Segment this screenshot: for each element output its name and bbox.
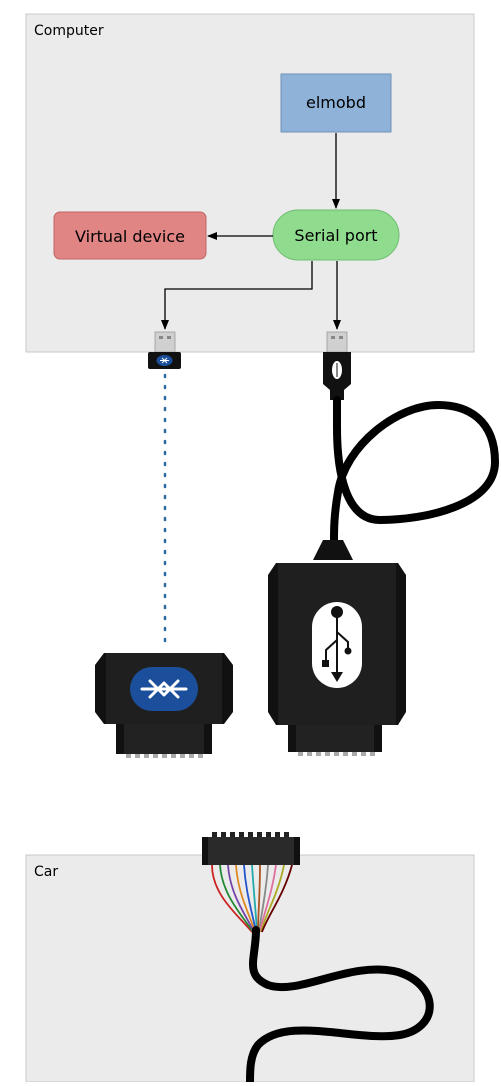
elmobd-label: elmobd: [306, 93, 366, 112]
serial-port-node: Serial port: [272, 209, 400, 261]
usb-cable: [330, 396, 500, 544]
computer-label: Computer: [34, 23, 104, 39]
computer-panel: Computer: [25, 13, 475, 353]
car-cable: [246, 926, 434, 1086]
serial-port-label: Serial port: [294, 226, 377, 245]
usb-obd-adapter: [268, 540, 406, 756]
car-obd-port: [202, 832, 300, 865]
virtual-device-label: Virtual device: [75, 227, 185, 246]
bluetooth-obd-adapter: [95, 653, 233, 758]
elmobd-node: elmobd: [280, 73, 392, 133]
connector-arrows: [161, 133, 341, 330]
car-wiring: [211, 864, 293, 933]
usb-icon: [322, 606, 352, 682]
usb-plug: [323, 331, 351, 400]
car-label: Car: [34, 864, 58, 880]
arrow-serial-to-bluetooth-dongle: [161, 261, 313, 330]
bluetooth-dongle: [148, 331, 181, 369]
virtual-device-node: Virtual device: [53, 211, 207, 260]
